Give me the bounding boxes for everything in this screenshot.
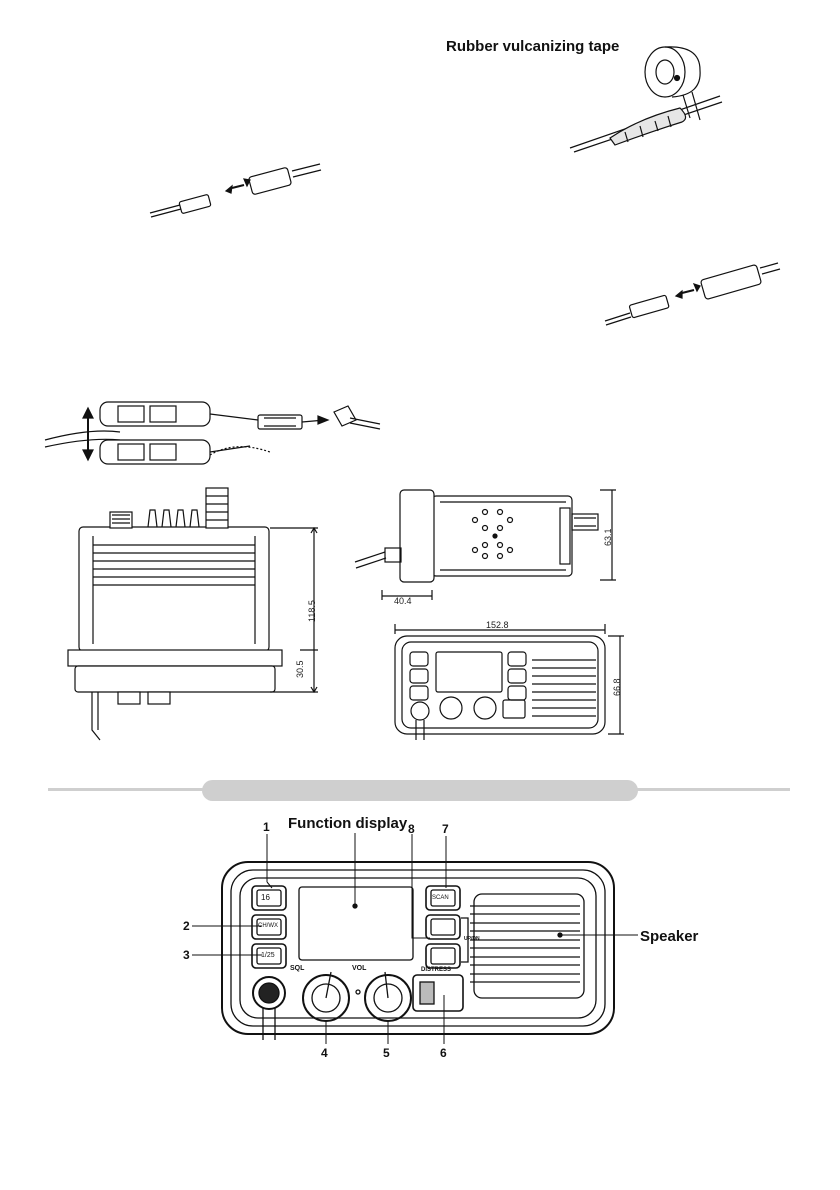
callout-4: 4 [321, 1046, 328, 1060]
knob-vol-label: VOL [352, 965, 366, 972]
key-1-25-label: 1/25 [261, 952, 275, 959]
function-display-label: Function display [288, 815, 407, 832]
up-down-label: UP/DN [464, 936, 480, 942]
callout-2: 2 [183, 919, 190, 933]
callout-3: 3 [183, 948, 190, 962]
callout-1: 1 [263, 820, 270, 834]
key-ch-wx-label: CH/WX [258, 923, 278, 929]
key-16-label: 16 [261, 893, 270, 902]
key-scan-label: SCAN [432, 895, 449, 901]
distress-label: DISTRESS [421, 967, 451, 973]
knob-sql-label: SQL [290, 965, 304, 972]
speaker-label: Speaker [640, 928, 698, 945]
callout-6: 6 [440, 1046, 447, 1060]
callout-7: 7 [442, 822, 449, 836]
callout-5: 5 [383, 1046, 390, 1060]
callout-8: 8 [408, 822, 415, 836]
